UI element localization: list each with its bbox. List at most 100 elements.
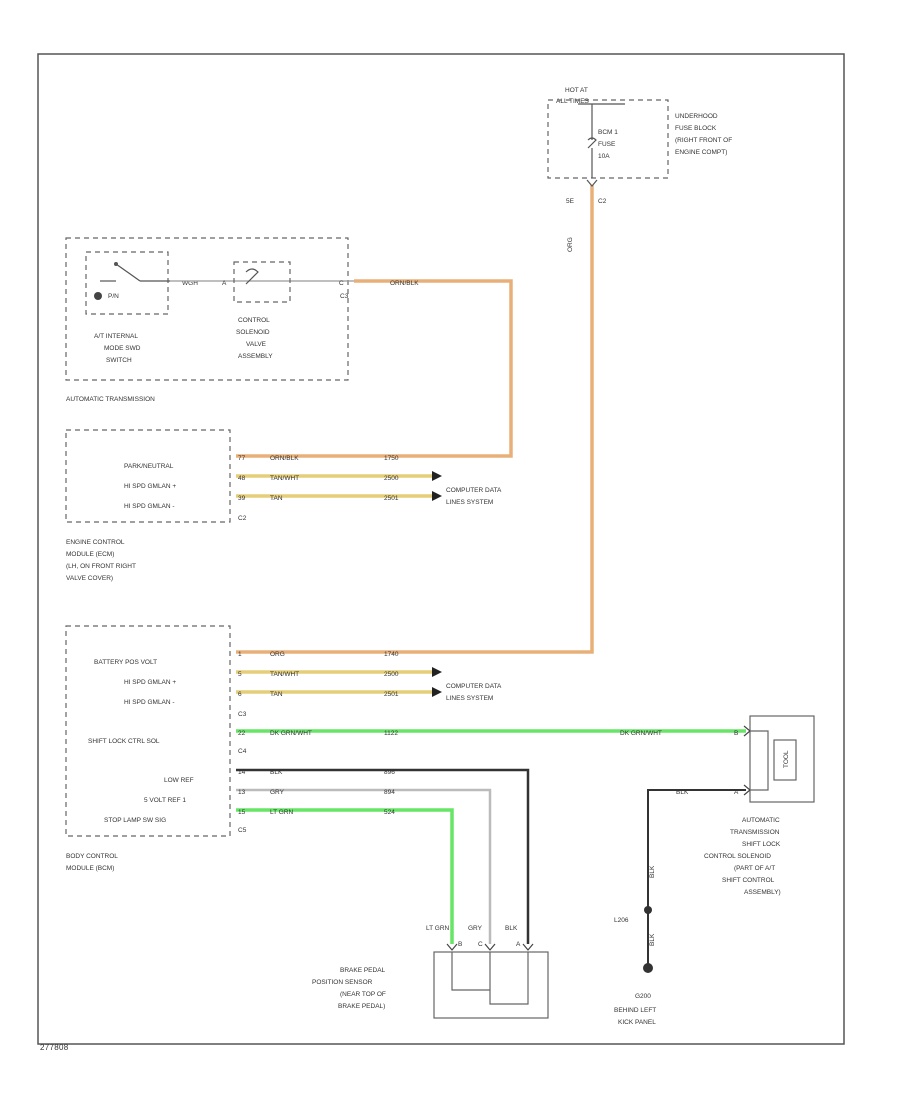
bcm-circuit-894: 894 [384,789,395,796]
fuse-block-title-1: UNDERHOOD [675,113,718,120]
ecm-caption-2: MODULE (ECM) [66,551,114,558]
transmission-caption: AUTOMATIC TRANSMISSION [66,396,155,403]
ecm-caption-1: ENGINE CONTROL [66,539,125,546]
bcm-wire-color-tan: TAN [270,691,283,698]
bcm-caption-2: MODULE (BCM) [66,865,114,872]
bcm-circuit-2501: 2501 [384,691,399,698]
shift-lock-caption-3: SHIFT LOCK [742,841,781,848]
bcm-pin-number-14: 14 [238,769,246,776]
fuse-name: BCM 1 [598,129,618,136]
brake-pin-c-arrow [484,943,496,951]
ground-splice-dot [644,906,652,914]
bcm-pin-label-gmlan-plus: HI SPD GMLAN + [124,679,176,686]
ecm-wire-color-3: TAN [270,495,283,502]
mode-switch-label-3: SWITCH [106,357,132,364]
ground-g200: BLK L206 BLK G200 BEHIND LEFT KICK PANEL [614,865,656,1026]
ecm-pin-label-park-neutral: PARK/NEUTRAL [124,463,174,470]
mode-switch-pivot [114,262,118,266]
hot-at-label: HOT AT [565,87,588,94]
bcm-wire-color-ltgrn: LT GRN [270,809,294,816]
transmission-box [65,237,349,381]
brake-caption-1: BRAKE PEDAL [340,967,386,974]
shift-lock-caption-6: SHIFT CONTROL [722,877,775,884]
fuse-block-title-2: FUSE BLOCK [675,125,717,132]
fuse-block-title-4: ENGINE COMPT) [675,149,727,156]
fuse-amps: 10A [598,153,610,160]
transmission-connector: C3 [340,293,349,300]
shift-lock-caption-5: (PART OF A/T [734,865,775,872]
shift-lock-internal [750,730,769,791]
shift-lock-coil-mark: TOOL [783,750,790,768]
bcm-pin-label-battery: BATTERY POS VOLT [94,659,157,666]
brake-caption-2: POSITION SENSOR [312,979,373,986]
ground-wire-upper: BLK [649,865,656,878]
bcm-caption-1: BODY CONTROL [66,853,118,860]
ground-wire-lower: BLK [649,933,656,946]
control-solenoid-symbol [245,268,259,285]
shift-lock-caption-4: CONTROL SOLENOID [704,853,771,860]
body-control-module: BATTERY POS VOLT HI SPD GMLAN + HI SPD G… [65,625,502,872]
brake-wire-gry: GRY [468,925,483,932]
brake-wire-blk: BLK [505,925,518,932]
brake-pin-c: C [478,941,483,948]
ecm-computer-data-line-1: COMPUTER DATA [446,487,502,494]
bcm-circuit-1740: 1740 [384,651,399,658]
wire-orn-blk-park-neutral [236,279,513,458]
bcm-computer-data-line-2: LINES SYSTEM [446,695,493,702]
ecm-caption-3: (LH, ON FRONT RIGHT [66,563,136,570]
brake-pin-b-arrow [446,943,458,951]
ground-caption-2: KICK PANEL [618,1019,656,1026]
orange-vertical-wire-label: ORG [567,237,574,252]
ecm-pin-label-gmlan-plus: HI SPD GMLAN + [124,483,176,490]
fuse-connector-id: 5E [566,198,575,205]
bcm-connector-c4: C4 [238,748,247,755]
wire-gry-5v-ref [236,788,492,944]
transmission-pin-a: A [222,280,227,287]
bcm-circuit-2500: 2500 [384,671,399,678]
ecm-circuit-3: 2501 [384,495,399,502]
bcm-connector-c5: C5 [238,827,247,834]
mode-switch-label-1: A/T INTERNAL [94,333,138,340]
solenoid-label-4: ASSEMBLY [238,353,273,360]
all-times-label: ALL TIMES [556,98,590,105]
fuse-block-box [547,99,669,179]
bcm-pin-label-low-ref: LOW REF [164,777,194,784]
bcm-pin-label-stop-lamp: STOP LAMP SW SIG [104,817,166,824]
shift-lock-caption-2: TRANSMISSION [730,829,780,836]
mode-switch-label-2: MODE SWD [104,345,141,352]
bcm-pin-number-13: 13 [238,789,246,796]
bcm-pin-label-shift-lock: SHIFT LOCK CTRL SOL [88,738,160,745]
shift-lock-wire-dkgrn: DK GRN/WHT [620,730,662,737]
bcm-pin-label-gmlan-minus: HI SPD GMLAN - [124,699,175,706]
bcm-wire-color-org: ORG [270,651,285,658]
brake-pin-b: B [458,941,462,948]
ecm-caption-4: VALVE COVER) [66,575,113,582]
shift-lock-solenoid: DK GRN/WHT BLK B A TOOL AUTOMATIC TRANSM… [620,715,815,896]
shift-lock-pin-b: B [734,730,738,737]
diagram-frame [37,53,845,1045]
wire-ltgrn-stop-lamp [236,808,454,944]
shift-lock-box [749,715,815,803]
bcm-pin-number-15: 15 [238,809,246,816]
ground-caption-1: BEHIND LEFT [614,1007,656,1014]
shift-lock-wire-blk: BLK [676,789,689,796]
solenoid-label-1: CONTROL [238,317,270,324]
bcm-wire-color-dkgrn: DK GRN/WHT [270,730,312,737]
ecm-pin-number-39: 39 [238,495,246,502]
bcm-gmlan-plus-arrow [432,667,442,677]
ecm-box [65,429,231,523]
bcm-circuit-524: 524 [384,809,395,816]
transmission-pin-c: C [339,280,344,287]
shift-lock-pin-a: A [734,789,739,796]
shift-lock-caption-7: ASSEMBLY) [744,889,781,896]
fuse-symbol [587,137,597,149]
brake-wire-ltgrn: LT GRN [426,925,450,932]
ecm-pin-number-48: 48 [238,475,246,482]
figure-id: 277808 [40,1043,69,1052]
ground-name: G200 [635,993,651,1000]
solenoid-label-2: SOLENOID [236,329,270,336]
brake-sensor-internal [451,952,529,1005]
transmission-wire-color: WGH [182,280,198,287]
ground-splice-label: L206 [614,917,629,924]
